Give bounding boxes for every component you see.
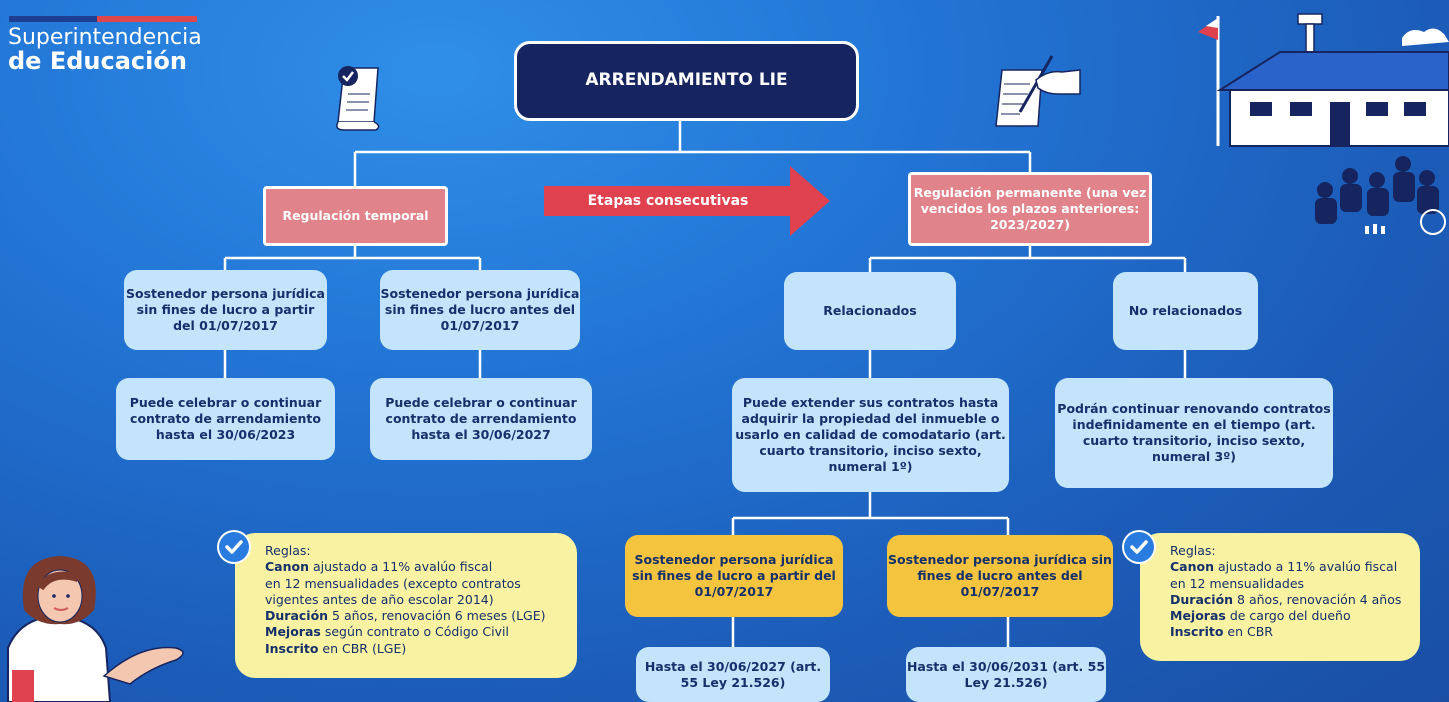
related-holder-after-box: Sostenedor persona jurídica sin fines de… [625, 535, 843, 617]
brand-logo: Superintendencia de Educación [8, 26, 202, 74]
until-2031-box: Hasta el 30/06/2031 (art. 55 Ley 21.526) [906, 647, 1106, 702]
related-rule-box: Puede extender sus contratos hasta adqui… [732, 378, 1009, 492]
check-icon [217, 530, 251, 564]
consecutive-stages-label: Etapas consecutivas [587, 193, 749, 209]
rules-line: Mejoras según contrato o Código Civil [265, 624, 509, 640]
permanent-regulation-box: Regulación permanente (una vez vencidos … [908, 172, 1152, 246]
rules-line: Canon ajustado a 11% avalúo fiscal [1170, 559, 1398, 575]
signing-hand-icon [995, 55, 1081, 127]
unrelated-rule-box: Podrán continuar renovando contratos ind… [1055, 378, 1333, 488]
check-icon [1122, 530, 1156, 564]
temporal-holder-after-box: Sostenedor persona jurídica sin fines de… [124, 270, 327, 350]
unrelated-box: No relacionados [1113, 272, 1258, 350]
rules-line: Duración 5 años, renovación 6 meses (LGE… [265, 608, 546, 623]
teacher-illustration [7, 556, 184, 702]
rules-line: en 12 mensualidades [1170, 575, 1305, 591]
brand-line-2: de Educación [8, 47, 187, 76]
temporal-rule-2023-box: Puede celebrar o continuar contrato de a… [116, 378, 335, 460]
main-title: ARRENDAMIENTO LIE [514, 41, 859, 121]
children-group-icon [1315, 156, 1446, 235]
scroll-icon [336, 66, 380, 131]
related-holder-before-box: Sostenedor persona jurídica sin fines de… [887, 535, 1113, 617]
rules-line: Inscrito en CBR [1170, 624, 1273, 640]
rules-line: vigentes antes de año escolar 2014) [265, 591, 494, 607]
rules-heading: Reglas: [265, 543, 311, 558]
brand-line-1: Superintendencia [8, 25, 202, 50]
rules-line: Duración 8 años, renovación 4 años [1170, 591, 1402, 607]
school-building-icon [1198, 13, 1449, 147]
temporal-holder-before-box: Sostenedor persona jurídica sin fines de… [380, 270, 580, 350]
consecutive-stages-arrow [544, 166, 830, 236]
rules-heading: Reglas: [1170, 543, 1216, 558]
until-2027-box: Hasta el 30/06/2027 (art. 55 Ley 21.526) [636, 647, 830, 702]
logo-bars [9, 16, 197, 22]
rules-line: Canon ajustado a 11% avalúo fiscal [265, 559, 493, 575]
flag-icon [1198, 18, 1218, 40]
temporal-rules-box: Reglas: Canon ajustado a 11% avalúo fisc… [235, 533, 577, 678]
temporal-regulation-box: Regulación temporal [263, 186, 448, 246]
temporal-rule-2027-box: Puede celebrar o continuar contrato de a… [370, 378, 592, 460]
rules-line: Inscrito en CBR (LGE) [265, 640, 407, 656]
rules-line: en 12 mensualidades (excepto contratos [265, 575, 521, 591]
rules-line: Mejoras de cargo del dueño [1170, 608, 1351, 623]
related-box: Relacionados [784, 272, 956, 350]
permanent-rules-box: Reglas: Canon ajustado a 11% avalúo fisc… [1140, 533, 1420, 661]
